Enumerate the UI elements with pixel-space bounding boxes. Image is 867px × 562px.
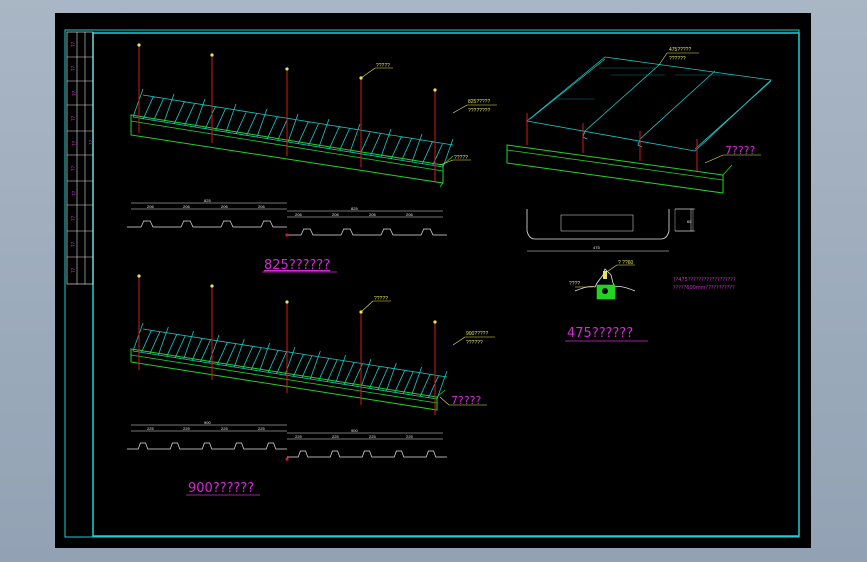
dim-900-left-rib-2: 225 — [183, 426, 190, 431]
fasteners-825 — [138, 46, 436, 181]
purlin-475 — [506, 144, 724, 194]
title-825: 825?????? — [264, 258, 330, 273]
title-block-cell-6: ?? — [71, 165, 77, 171]
inner-frame — [92, 32, 800, 537]
cad-drawing: ?? ?? ?? ?? ?? ?? ?? ?? ?? ?? ?? — [64, 29, 800, 538]
clip-left-label: ???? — [569, 281, 580, 287]
sheet-825-profile: 825 206 206 206 206 825 206 206 206 206 … — [127, 198, 447, 273]
dim-900-right-rib-4: 225 — [406, 434, 413, 439]
sheet-475-isometric: 475????? ?????? 7???? — [506, 47, 772, 194]
dim-900-left-rib-4: 225 — [258, 426, 265, 431]
callout-475-top-1: 475????? — [669, 47, 691, 53]
dim-900-right-rib-1: 225 — [295, 434, 302, 439]
fasteners-900 — [138, 277, 436, 415]
dim-825-right-rib-3: 206 — [369, 212, 376, 217]
profile-900-right — [287, 450, 447, 458]
title-475: 475?????? — [567, 326, 633, 341]
dim-900-right-rib-2: 225 — [332, 434, 339, 439]
callout-825-lower: ????? — [454, 155, 468, 161]
clip-detail — [574, 268, 636, 292]
callout-900-right-2: ?????? — [466, 340, 483, 346]
dim-825-left-rib-1: 206 — [147, 204, 154, 209]
note-475-2: ?????600mm??????????? — [673, 285, 735, 291]
dim-900-right-total: 900 — [351, 428, 358, 433]
profile-825-left — [127, 220, 287, 228]
callout-475-lower: 7???? — [725, 144, 756, 157]
profile-900-left — [127, 442, 287, 450]
dim-900-left-rib-3: 225 — [221, 426, 228, 431]
sheet-475-profile: 475 65 ? ??60 ???? ??475????????????????… — [526, 208, 736, 342]
standing-seam-panel — [526, 56, 772, 152]
dim-825-left-rib-2: 206 — [183, 204, 190, 209]
dim-475-width: 475 — [593, 245, 600, 250]
sheet-825-isometric: ????? 825????? ???????? ????? — [130, 43, 497, 188]
sheet-900-isometric: ????? 900????? ?????? 7???? — [130, 274, 495, 415]
title-block-cell-3: ?? — [72, 90, 78, 96]
title-block-cell-8: ?? — [71, 215, 77, 221]
sheet-900-profile: 900 225 225 225 225 900 225 225 225 225 … — [127, 420, 447, 496]
dim-475-height: 65 — [687, 219, 692, 224]
seam-profile — [526, 209, 670, 240]
title-block-cell-5: ?? — [72, 140, 78, 146]
cad-viewport[interactable]: ?? ?? ?? ?? ?? ?? ?? ?? ?? ?? ?? — [55, 13, 811, 548]
callout-825-top: ????? — [376, 63, 390, 69]
callout-900-lower: 7???? — [451, 394, 482, 407]
title-block-cell-2: ?? — [71, 65, 77, 71]
title-block-cell-4: ?? — [71, 115, 77, 121]
dim-900-left-total: 900 — [204, 420, 211, 425]
callout-900-top: ????? — [374, 296, 388, 302]
profile-825-right — [287, 228, 447, 236]
dim-825-left-rib-4: 206 — [258, 204, 265, 209]
note-475-1: ??475?????????????????? — [673, 277, 736, 283]
title-900: 900?????? — [188, 481, 254, 496]
dim-825-left-rib-3: 206 — [221, 204, 228, 209]
dim-825-right-rib-4: 206 — [406, 212, 413, 217]
dim-900-left-rib-1: 225 — [147, 426, 154, 431]
dim-900-right-rib-3: 225 — [369, 434, 376, 439]
title-block-cell-7: ?? — [72, 190, 78, 196]
title-block-cell-1: ?? — [71, 41, 77, 47]
dim-825-right-total: 825 — [351, 206, 358, 211]
callout-900-right-1: 900????? — [466, 331, 488, 337]
callout-825-right-2: ???????? — [468, 108, 490, 114]
dim-825-left-total: 825 — [204, 198, 211, 203]
title-block: ?? ?? ?? ?? ?? ?? ?? ?? ?? ?? ?? — [66, 31, 95, 285]
title-block-cell-9: ?? — [71, 241, 77, 247]
title-block-cell-10: ?? — [71, 267, 77, 273]
dim-825-right-rib-1: 206 — [295, 212, 302, 217]
clip-label: ? ??60 — [618, 260, 634, 266]
dim-825-right-rib-2: 206 — [332, 212, 339, 217]
corrugated-panel-900 — [132, 322, 448, 400]
title-block-col-2: ?? — [89, 139, 95, 145]
purlin-900 — [130, 348, 438, 411]
callout-825-right-1: 825????? — [468, 99, 490, 105]
outer-frame — [64, 29, 800, 538]
corrugated-panel-825 — [132, 88, 454, 168]
callout-475-top-2: ?????? — [669, 56, 686, 62]
